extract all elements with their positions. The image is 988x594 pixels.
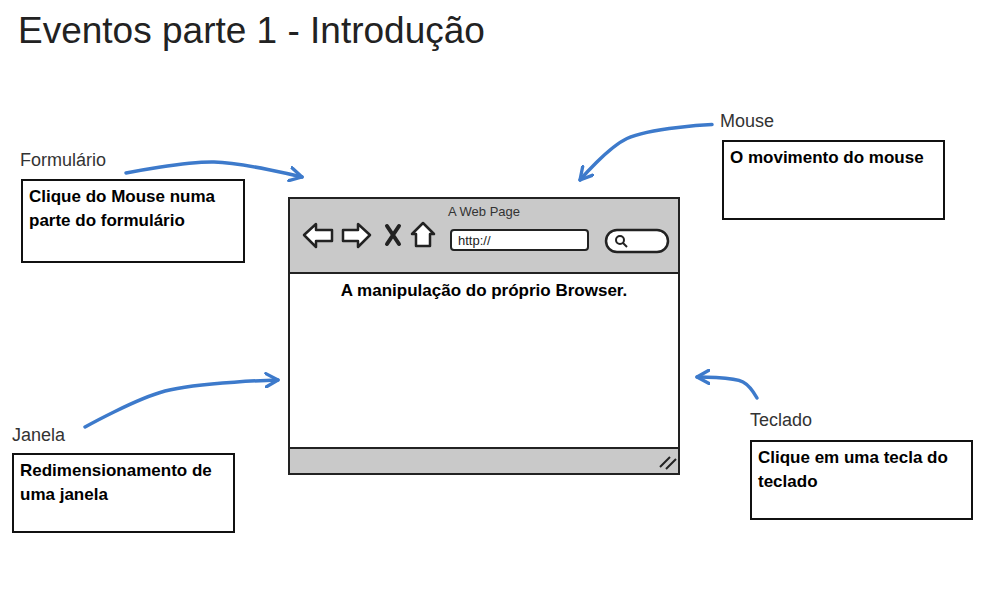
callout-heading: Teclado (750, 410, 812, 431)
home-icon (412, 223, 434, 246)
callout-heading: Mouse (720, 111, 774, 132)
event-arrow (697, 377, 757, 398)
forward-icon (343, 224, 370, 247)
callout-box: Redimensionamento de uma janela (12, 453, 235, 533)
status-band (290, 447, 678, 473)
stop-icon (387, 226, 399, 244)
search-icon-handle (623, 243, 627, 247)
callout-box: Clique do Mouse numa parte do formulário (21, 179, 245, 263)
address-bar: http:// (450, 229, 589, 251)
callout-node: Clique em uma tecla do teclado Teclado (750, 410, 973, 520)
event-arrow (126, 162, 302, 177)
page-title: Eventos parte 1 - Introdução (18, 10, 485, 52)
search-box (606, 230, 668, 252)
callout-node: O movimento do mouse Mouse (720, 111, 945, 220)
event-arrow (85, 380, 278, 427)
callout-node: Redimensionamento de uma janela Janela (12, 425, 235, 533)
callout-text: O movimento do mouse (730, 146, 937, 170)
browser-window: A Web Page A manipulação do próprio Brows… (288, 197, 680, 475)
resize-grip (660, 457, 676, 469)
search-icon (616, 236, 624, 244)
back-icon (304, 224, 332, 247)
callout-text: Clique do Mouse numa parte do formulário (29, 185, 237, 233)
callout-heading: Formulário (20, 150, 106, 171)
page-content: A manipulação do próprio Browser. (298, 281, 670, 301)
callout-box: Clique em uma tecla do teclado (750, 440, 973, 520)
callout-heading: Janela (12, 425, 65, 446)
window-title: A Web Page (290, 204, 678, 219)
event-arrow (580, 125, 712, 181)
callout-box: O movimento do mouse (722, 140, 945, 220)
callout-node: Clique do Mouse numa parte do formulário… (20, 150, 245, 263)
callout-text: Redimensionamento de uma janela (20, 459, 227, 507)
callout-text: Clique em uma tecla do teclado (758, 446, 965, 494)
address-text: http:// (452, 231, 587, 250)
